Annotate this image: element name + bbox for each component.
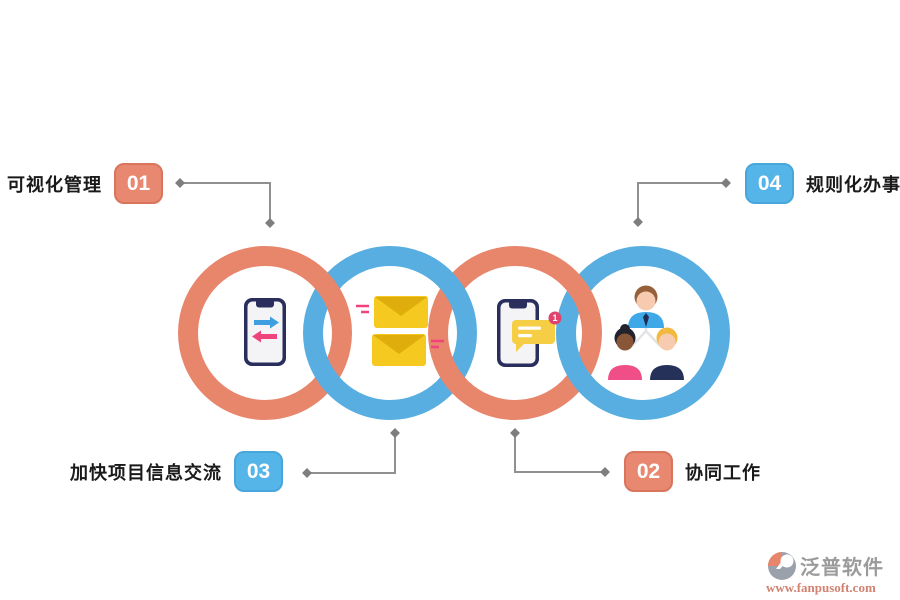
notification-badge (548, 311, 562, 325)
envelope-flap (375, 297, 427, 316)
bubble-tail (516, 343, 525, 352)
connector-step3 (302, 428, 400, 478)
step-label: 加快项目信息交流 (70, 462, 222, 483)
arrow-right-icon (254, 316, 279, 329)
phone-message-icon: 1 (497, 299, 562, 367)
person-tie (643, 313, 649, 327)
connector-diamond (302, 468, 312, 478)
person-body (650, 365, 684, 380)
watermark: 泛普软件 www.fanpusoft.com (766, 549, 896, 596)
connector-diamond (175, 178, 185, 188)
connector-diamond (633, 217, 643, 227)
person-face (636, 291, 656, 311)
connector-diamond (265, 218, 275, 228)
mail-icon (356, 296, 444, 366)
arrow-left-icon (252, 330, 277, 343)
ring-2-overlap-patch (412, 251, 477, 328)
connector-diamond (510, 428, 520, 438)
step-2: 02 协同工作 (624, 451, 761, 492)
step-label: 规则化办事 (806, 174, 900, 195)
step-number-badge: 04 (745, 163, 794, 204)
person-left (608, 324, 642, 380)
connector-step2 (510, 428, 610, 477)
connector-diamond (390, 428, 400, 438)
connector-diamond (600, 467, 610, 477)
phone-screen (247, 301, 283, 363)
person-body (608, 365, 642, 380)
phone-notch (509, 302, 527, 309)
fanpu-logo-icon (768, 552, 796, 580)
envelope-flap (373, 335, 425, 354)
speed-dashes (356, 304, 444, 349)
bubble-line (518, 334, 532, 338)
step-label: 可视化管理 (7, 174, 102, 195)
step-number-badge: 01 (114, 163, 163, 204)
brand-name: 泛普软件 (800, 556, 884, 579)
connector-step1 (175, 178, 275, 228)
brand-url: www.fanpusoft.com (766, 580, 876, 595)
step-3: 加快项目信息交流 03 (70, 451, 283, 492)
person-right (650, 327, 684, 380)
connector-diamond (721, 178, 731, 188)
step-number-badge: 03 (234, 451, 283, 492)
step-label: 协同工作 (685, 462, 761, 483)
ring-2 (303, 246, 477, 420)
phone-notch (256, 301, 274, 308)
ring-3-overlap-patch (537, 251, 602, 328)
bubble-line (518, 326, 541, 330)
notification-count: 1 (552, 313, 557, 323)
ring-4 (556, 246, 730, 420)
connector-step4 (633, 178, 731, 227)
person-face (658, 333, 676, 351)
person-top (628, 285, 664, 328)
step-4: 04 规则化办事 (745, 163, 900, 204)
step-1: 可视化管理 01 (7, 163, 163, 204)
step-number-badge: 02 (624, 451, 673, 492)
person-face (616, 333, 634, 351)
team-icon (608, 285, 684, 380)
chat-bubble (512, 320, 555, 344)
phone-sync-icon (244, 298, 286, 366)
ring-1 (178, 246, 352, 420)
ring-1-overlap-patch (287, 251, 352, 328)
ring-3 (428, 246, 602, 420)
